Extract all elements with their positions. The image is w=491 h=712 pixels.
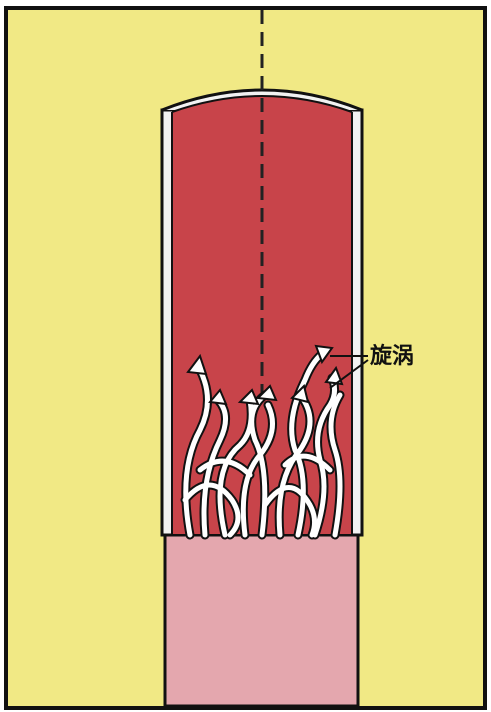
- lower-pipe: [165, 519, 358, 706]
- vortex-label: 旋涡: [370, 338, 414, 370]
